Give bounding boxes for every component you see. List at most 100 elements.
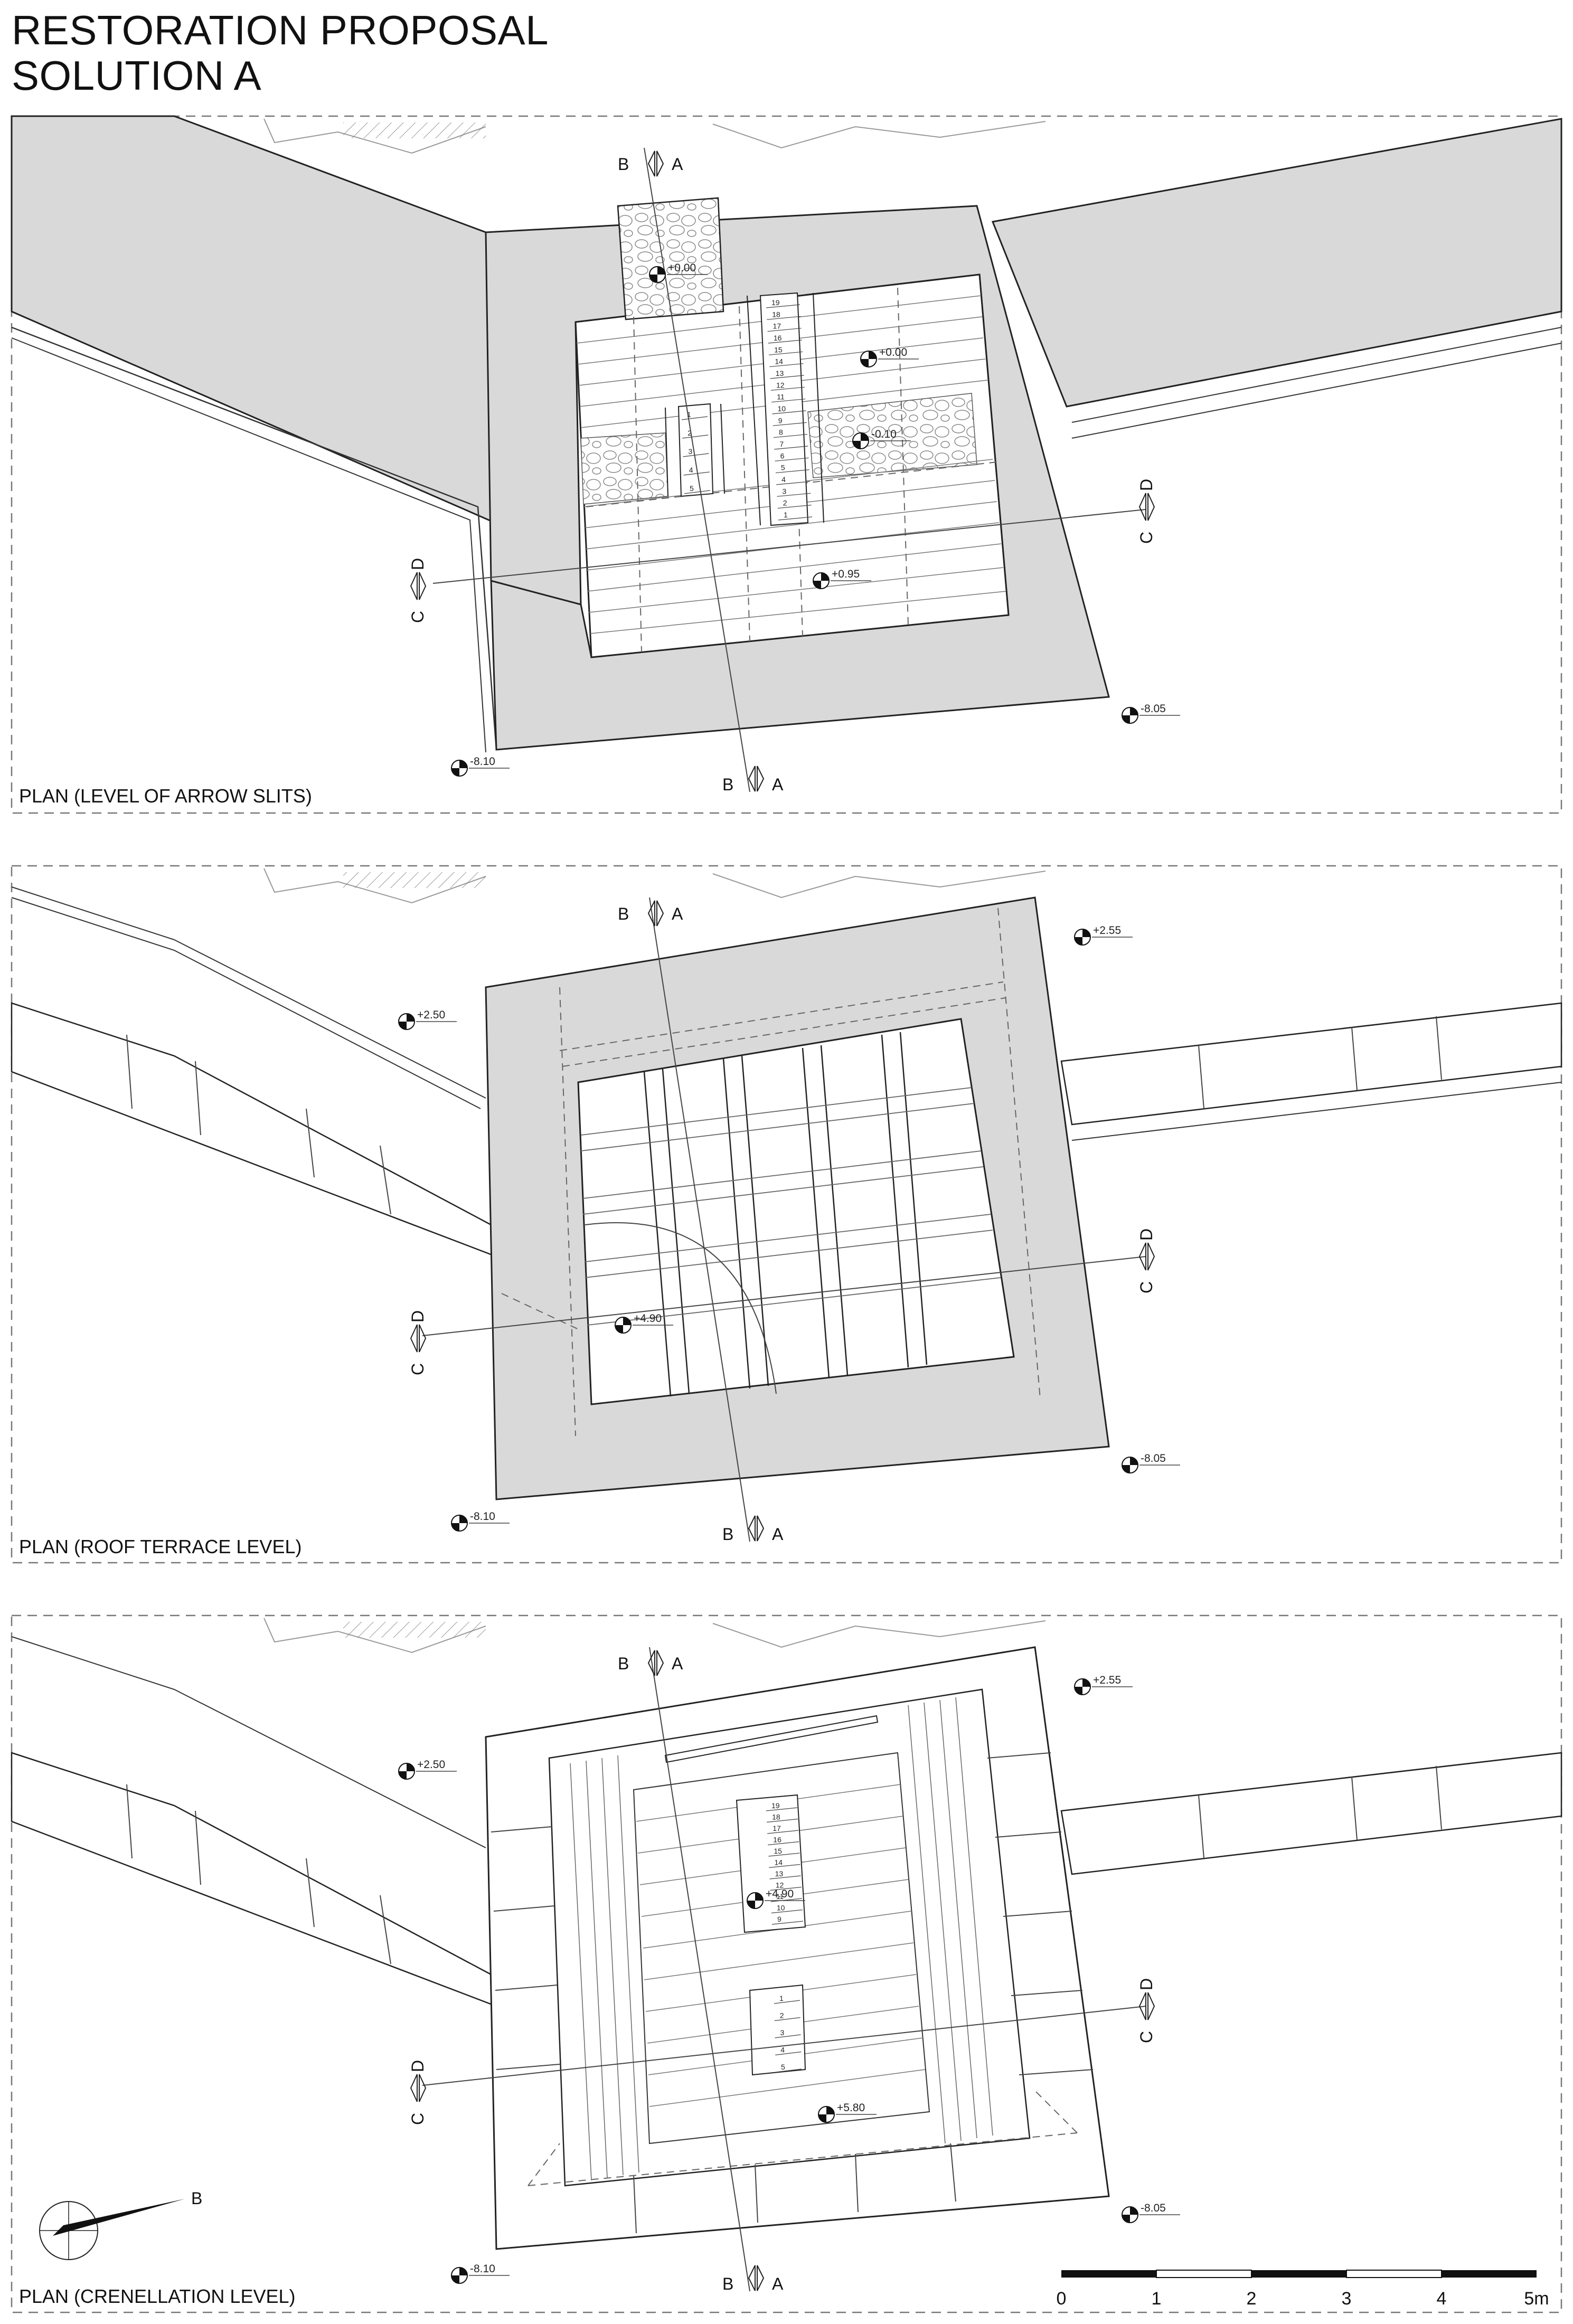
step-number: 5 xyxy=(781,2063,785,2071)
section-mark-bottom: B A xyxy=(722,766,784,794)
section-line-cd xyxy=(422,2006,1146,2086)
stair-tread xyxy=(773,422,807,426)
north-arrow: B xyxy=(39,2189,202,2260)
section-label-d: D xyxy=(1137,1978,1156,1990)
step-number: 4 xyxy=(781,475,786,484)
parapet-inner xyxy=(548,1688,1031,2187)
level-marker: +2.55 xyxy=(1074,924,1133,946)
section-label-a: A xyxy=(772,1525,784,1544)
step-number: 3 xyxy=(782,487,786,495)
stair-tread xyxy=(769,351,803,355)
section-label-c: C xyxy=(408,2113,427,2125)
level-value: +2.55 xyxy=(1093,924,1121,937)
stair-tread xyxy=(766,1807,798,1811)
stair-tread xyxy=(775,469,809,474)
stair-tread xyxy=(769,363,804,367)
level-marker: +2.55 xyxy=(1074,1674,1133,1695)
small-stair xyxy=(665,403,725,497)
tower-outline xyxy=(485,1646,1110,2250)
title-line-1: RESTORATION PROPOSAL xyxy=(12,7,549,53)
section-label-c: C xyxy=(1137,1281,1156,1293)
hatched-ground xyxy=(343,122,486,138)
rubble-edge xyxy=(263,868,1046,904)
level-marker: +0.00 xyxy=(649,262,708,283)
north-arrow-icon xyxy=(53,2199,185,2236)
small-stair xyxy=(749,1984,806,2076)
scale-bar: 0 1 2 3 4 5m xyxy=(1057,2270,1549,2309)
step-number: 2 xyxy=(780,2011,784,2020)
stair-tread xyxy=(767,1830,799,1834)
section-mark-right: C D xyxy=(1137,479,1156,544)
roof-opening xyxy=(577,1018,1015,1405)
section-label-a: A xyxy=(672,155,683,174)
scale-tick-label: 3 xyxy=(1342,2289,1352,2309)
level-marker: +4.90 xyxy=(747,1888,805,1909)
wall-line xyxy=(11,1636,486,1848)
level-marker: -8.05 xyxy=(1122,703,1180,724)
level-value: -8.10 xyxy=(470,1510,495,1523)
level-marker: +0.95 xyxy=(813,568,871,589)
stair-tread xyxy=(771,1921,804,1925)
right-walkway xyxy=(1060,1002,1562,1126)
section-label-b: B xyxy=(722,775,733,794)
level-marker: -0.10 xyxy=(852,428,911,449)
panel-roof-terrace: B A B A C D C D +2.55+2.50+4.90-8.05-8.1… xyxy=(11,865,1562,1564)
section-label-b: B xyxy=(618,1654,629,1673)
walkway-planks xyxy=(570,1697,993,2181)
step-number: 4 xyxy=(780,2046,785,2054)
stair-tread xyxy=(769,1875,801,1879)
step-number: 4 xyxy=(689,466,693,474)
wall-line xyxy=(11,886,486,1099)
roof-joists xyxy=(643,1032,928,1397)
section-label-d: D xyxy=(1137,1229,1156,1241)
merlon-joints xyxy=(491,1752,1094,2234)
scale-tick-label: 2 xyxy=(1247,2289,1257,2309)
stair-tread xyxy=(777,505,812,509)
section-mark-top: B A xyxy=(618,1650,683,1676)
section-mark-bottom: B A xyxy=(722,2265,784,2293)
entrance-passage xyxy=(617,197,724,320)
step-number: 19 xyxy=(771,298,780,307)
step-number: 15 xyxy=(774,345,783,354)
left-walkway xyxy=(11,1002,497,1258)
stair-tread xyxy=(772,410,806,414)
level-value: +5.80 xyxy=(837,2102,865,2114)
step-number: 1 xyxy=(687,410,691,419)
level-value: +4.90 xyxy=(766,1888,794,1900)
section-mark-left: C D xyxy=(408,1310,427,1375)
walkway-joints xyxy=(1198,1765,1442,1859)
stair-tread xyxy=(775,2068,802,2073)
section-mark-left: C D xyxy=(408,558,427,623)
level-value: +0.95 xyxy=(832,568,860,580)
wall-line xyxy=(11,337,486,753)
stair-arc xyxy=(585,1222,777,1394)
step-number: 12 xyxy=(776,381,785,389)
step-number: 12 xyxy=(776,1881,784,1890)
section-label-c: C xyxy=(1137,2031,1156,2043)
level-value: +2.50 xyxy=(417,1759,445,1771)
stone-floor xyxy=(580,432,668,505)
level-value: -0.10 xyxy=(871,428,897,440)
stair-tread xyxy=(778,516,813,521)
step-number: 19 xyxy=(771,1801,780,1810)
section-label-c: C xyxy=(408,611,427,623)
panel-caption: PLAN (LEVEL OF ARROW SLITS) xyxy=(19,785,312,807)
scale-tick-label: 1 xyxy=(1152,2289,1162,2309)
dashed-outline xyxy=(501,908,1041,1437)
section-label-a: A xyxy=(772,775,784,794)
stair-tread xyxy=(775,2051,802,2056)
stair-tread xyxy=(767,328,802,332)
hatched-ground xyxy=(343,1622,486,1638)
level-marker: +2.50 xyxy=(398,1009,457,1030)
level-value: -8.05 xyxy=(1141,2202,1166,2214)
stair-tread xyxy=(775,457,809,461)
step-number: 16 xyxy=(773,1836,781,1844)
step-number: 9 xyxy=(777,1915,781,1923)
level-marker: -8.05 xyxy=(1122,2202,1180,2223)
stair-tread xyxy=(768,1841,799,1846)
walkway-joints xyxy=(1198,1016,1442,1109)
terrace-floor xyxy=(633,1752,930,2144)
section-mark-right: C D xyxy=(1137,1229,1156,1293)
section-mark-top: B A xyxy=(618,900,683,927)
